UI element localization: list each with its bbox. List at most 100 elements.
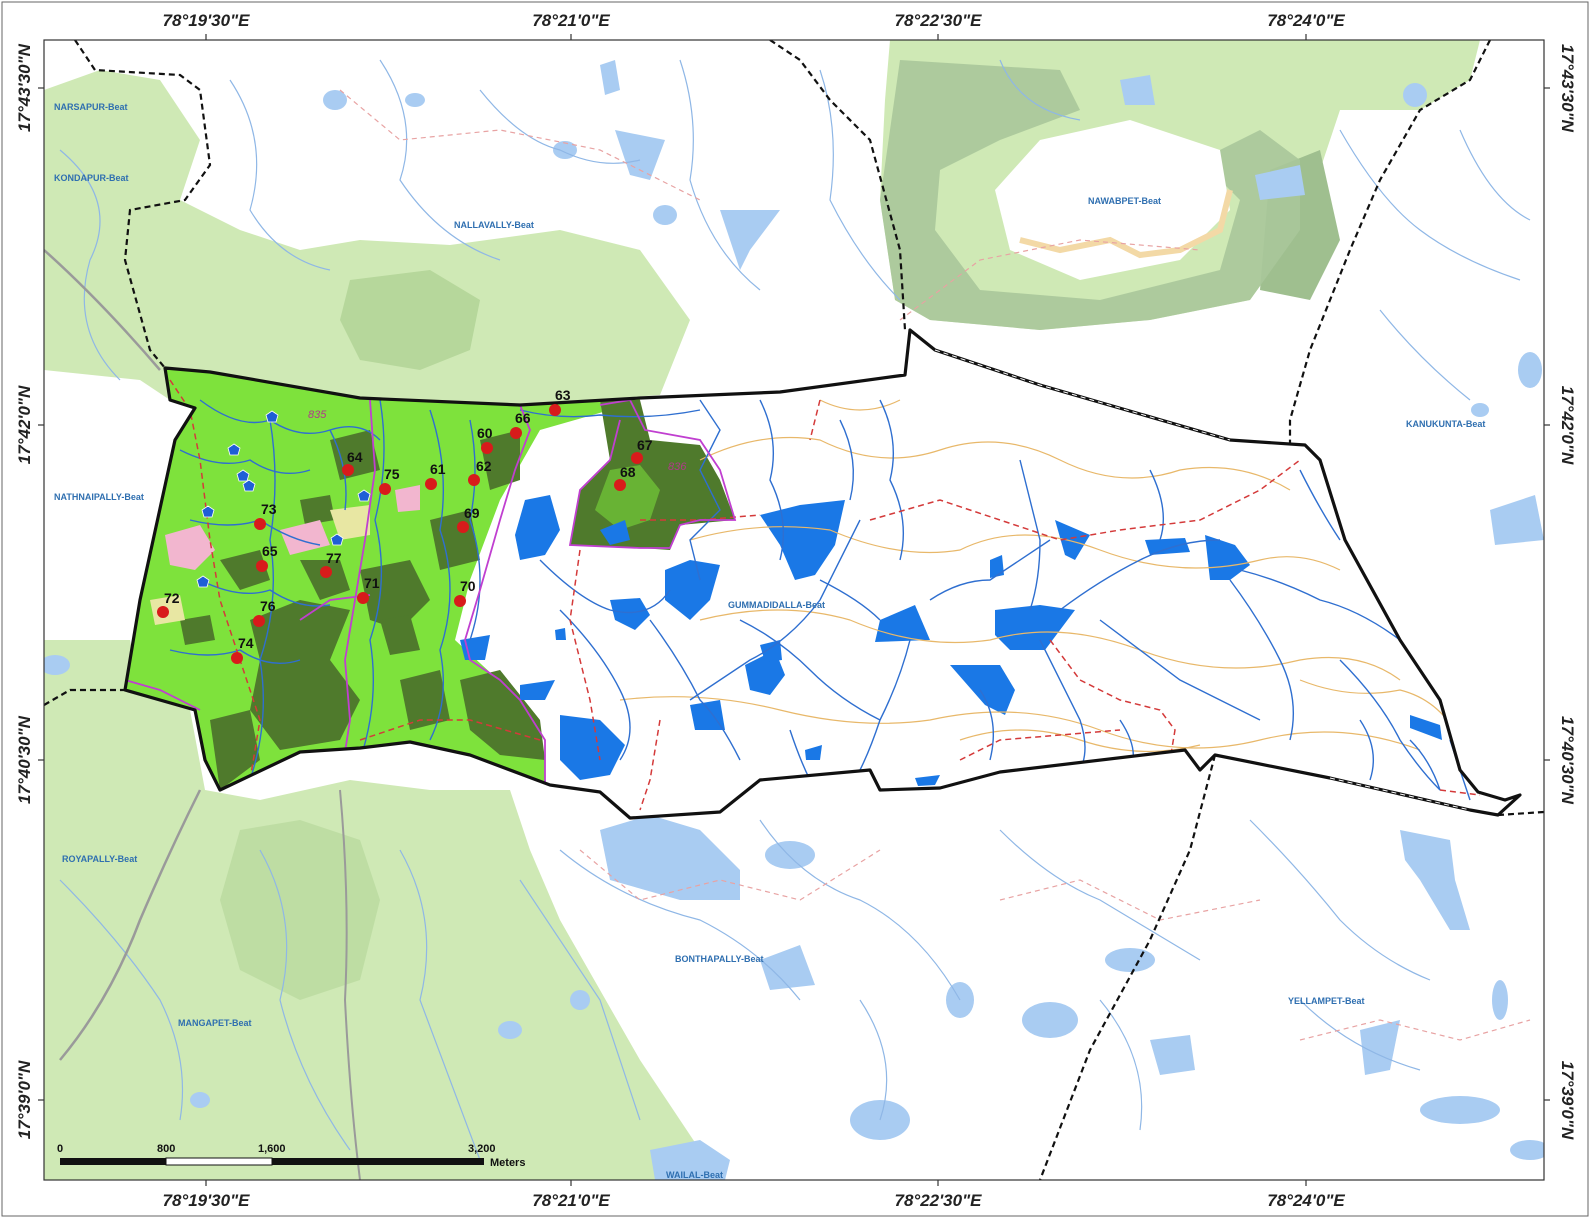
lon-label-bottom-1: 78°19'30"E bbox=[163, 1191, 251, 1210]
plot-point-69: 69 bbox=[457, 505, 480, 533]
plot-point-61: 61 bbox=[425, 461, 446, 490]
plot-point-62: 62 bbox=[468, 458, 492, 486]
plot-point-64: 64 bbox=[342, 449, 363, 476]
svg-text:70: 70 bbox=[460, 578, 476, 594]
plot-point-63: 63 bbox=[549, 387, 571, 416]
lon-label-bottom-4: 78°24'0"E bbox=[1267, 1191, 1345, 1210]
outside-forest-areas bbox=[44, 40, 1480, 1180]
plot-point-73: 73 bbox=[254, 501, 277, 530]
beat-label-wailal: WAILAL-Beat bbox=[666, 1170, 723, 1180]
plot-point-72: 72 bbox=[157, 590, 180, 618]
pentagon-marker-icon bbox=[265, 410, 279, 423]
svg-text:77: 77 bbox=[326, 550, 342, 566]
svg-text:75: 75 bbox=[384, 466, 400, 482]
compartment-label-835: 835 bbox=[308, 409, 327, 421]
lat-label-left-2: 17°42'0"N bbox=[15, 385, 34, 464]
pentagon-marker-icon bbox=[357, 489, 371, 502]
beat-label-nallavally: NALLAVALLY-Beat bbox=[454, 220, 534, 230]
plot-point-65: 65 bbox=[256, 543, 278, 572]
plot-point-60: 60 bbox=[477, 425, 493, 454]
beat-label-bonthapally: BONTHAPALLY-Beat bbox=[675, 954, 764, 964]
plot-point-74: 74 bbox=[231, 635, 254, 664]
svg-text:74: 74 bbox=[238, 635, 254, 651]
plot-point-76: 76 bbox=[253, 598, 276, 627]
latitude-labels-right: 17°43'30"N 17°42'0"N 17°40'30"N 17°39'0"… bbox=[1558, 44, 1577, 1140]
plot-point-71: 71 bbox=[357, 575, 380, 604]
latitude-labels-left: 17°43'30"N 17°42'0"N 17°40'30"N 17°39'0"… bbox=[15, 43, 34, 1139]
study-roads bbox=[169, 379, 1481, 811]
svg-text:63: 63 bbox=[555, 387, 571, 403]
lon-label-top-1: 78°19'30"E bbox=[163, 11, 251, 30]
lat-label-right-2: 17°42'0"N bbox=[1558, 386, 1577, 465]
dense-forest-patches bbox=[180, 400, 640, 790]
lon-label-bottom-2: 78°21'0"E bbox=[532, 1191, 610, 1210]
highway-2 bbox=[339, 789, 361, 1180]
plot-point-70: 70 bbox=[454, 578, 476, 607]
scale-unit: Meters bbox=[490, 1157, 525, 1169]
pentagon-marker-icon bbox=[201, 505, 215, 518]
svg-text:64: 64 bbox=[347, 449, 363, 465]
map-frame-border bbox=[43, 39, 1545, 1181]
plot-point-75: 75 bbox=[379, 466, 400, 495]
scale-tick-0: 0 bbox=[57, 1143, 63, 1155]
plot-point-67: 67 bbox=[631, 437, 653, 464]
svg-text:60: 60 bbox=[477, 425, 493, 441]
lon-label-top-3: 78°22'30"E bbox=[895, 11, 983, 30]
pentagon-marker-icon bbox=[242, 479, 256, 492]
lon-label-top-2: 78°21'0"E bbox=[532, 11, 610, 30]
lon-label-top-4: 78°24'0"E bbox=[1267, 11, 1345, 30]
svg-text:73: 73 bbox=[261, 501, 277, 517]
svg-text:71: 71 bbox=[364, 575, 380, 591]
svg-text:72: 72 bbox=[164, 590, 180, 606]
beat-label-kanukunta: KANUKUNTA-Beat bbox=[1406, 419, 1485, 429]
survey-markers bbox=[196, 410, 371, 588]
study-area-boundary bbox=[123, 328, 1522, 820]
svg-text:66: 66 bbox=[515, 410, 531, 426]
longitude-labels-top: 78°19'30"E 78°21'0"E 78°22'30"E 78°24'0"… bbox=[163, 11, 1346, 30]
pentagon-marker-icon bbox=[236, 469, 250, 482]
study-area: 835 836 60 61 62 63 64 65 66 bbox=[123, 328, 1522, 820]
beat-label-mangapet: MANGAPET-Beat bbox=[178, 1018, 252, 1028]
lon-label-bottom-3: 78°22'30"E bbox=[895, 1191, 983, 1210]
svg-text:61: 61 bbox=[430, 461, 446, 477]
svg-text:69: 69 bbox=[464, 505, 480, 521]
plot-point-68: 68 bbox=[614, 464, 636, 491]
lat-label-left-1: 17°43'30"N bbox=[15, 43, 34, 132]
beat-label-nawabpet: NAWABPET-Beat bbox=[1088, 196, 1161, 206]
sample-plots: 60 61 62 63 64 65 66 67 68 69 70 71 72 7… bbox=[157, 387, 653, 664]
svg-text:68: 68 bbox=[620, 464, 636, 480]
beat-label-nathnaipally: NATHNAIPALLY-Beat bbox=[54, 492, 144, 502]
svg-text:65: 65 bbox=[262, 543, 278, 559]
beat-label-royapally: ROYAPALLY-Beat bbox=[62, 854, 137, 864]
compartment-label-836: 836 bbox=[668, 461, 687, 473]
svg-text:62: 62 bbox=[476, 458, 492, 474]
graticule-ticks bbox=[38, 34, 1550, 1186]
outside-roads bbox=[339, 89, 1531, 1041]
plot-point-66: 66 bbox=[510, 410, 531, 439]
lat-label-right-1: 17°43'30"N bbox=[1558, 44, 1577, 133]
pentagon-marker-icon bbox=[330, 533, 344, 546]
pentagon-marker-icon bbox=[196, 575, 210, 588]
outside-water-bodies bbox=[44, 60, 1544, 1180]
lat-label-right-4: 17°39'0"N bbox=[1558, 1061, 1577, 1140]
svg-text:76: 76 bbox=[260, 598, 276, 614]
beat-label-kondapur: KONDAPUR-Beat bbox=[54, 173, 129, 183]
scale-tick-3200: 3,200 bbox=[468, 1143, 496, 1155]
pentagon-marker-icon bbox=[227, 443, 241, 456]
longitude-labels-bottom: 78°19'30"E 78°21'0"E 78°22'30"E 78°24'0"… bbox=[163, 1191, 1346, 1210]
svg-text:67: 67 bbox=[637, 437, 653, 453]
scale-bar: 0 800 1,600 3,200 Meters bbox=[57, 1143, 525, 1169]
study-area-boundary-dash bbox=[934, 349, 1471, 811]
scale-tick-800: 800 bbox=[157, 1143, 175, 1155]
plot-point-77: 77 bbox=[320, 550, 342, 578]
lat-label-right-3: 17°40'30"N bbox=[1558, 716, 1577, 805]
study-water-bodies bbox=[460, 495, 1442, 786]
beat-label-narsapur: NARSAPUR-Beat bbox=[54, 102, 128, 112]
beat-labels: NARSAPUR-Beat KONDAPUR-Beat NALLAVALLY-B… bbox=[54, 102, 1485, 1180]
lat-label-left-4: 17°39'0"N bbox=[15, 1060, 34, 1139]
scale-tick-1600: 1,600 bbox=[258, 1143, 286, 1155]
compartment-boundaries bbox=[125, 399, 737, 790]
beat-label-yellampet: YELLAMPET-Beat bbox=[1288, 996, 1365, 1006]
